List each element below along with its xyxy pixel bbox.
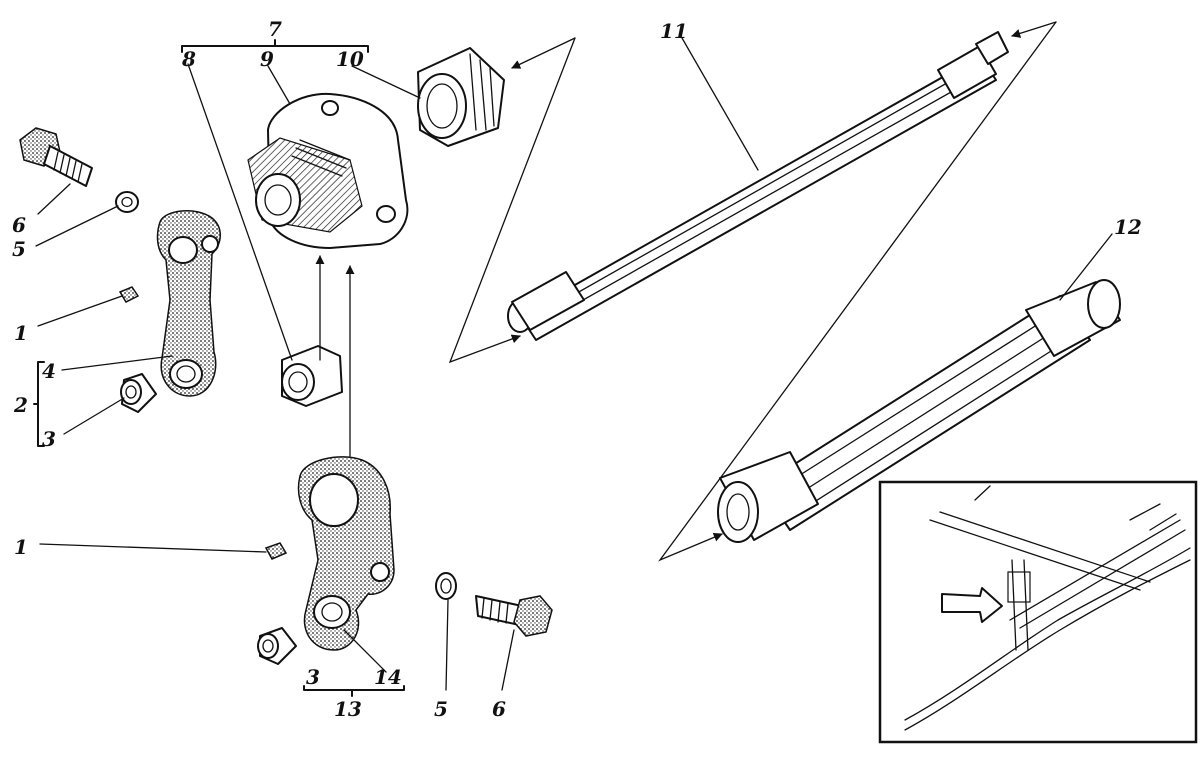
splined-shaft-11 (507, 31, 1009, 341)
callout-8: 8 (181, 47, 196, 71)
callout-1-bottom: 1 (14, 535, 28, 559)
callout-5-bottom: 5 (434, 697, 448, 721)
callout-14: 14 (374, 665, 402, 689)
callout-10: 10 (336, 47, 364, 71)
key-bottom (264, 542, 288, 560)
callout-3-bottom: 3 (306, 665, 320, 689)
callout-9: 9 (260, 47, 274, 71)
washer-top-left (115, 191, 139, 213)
callout-3-left: 3 (42, 427, 56, 451)
callout-12: 12 (1114, 215, 1142, 239)
bolt-top-left (19, 127, 93, 187)
callout-5-top: 5 (12, 237, 26, 261)
callout-7: 7 (268, 17, 282, 41)
tube-12 (717, 279, 1121, 543)
flange-housing (247, 92, 409, 249)
bushing-left (120, 373, 157, 413)
lever-arm-lower (297, 456, 395, 651)
callout-2: 2 (13, 393, 28, 417)
callout-4: 4 (42, 359, 56, 383)
bolt-lower (475, 595, 553, 637)
washer-lower (435, 572, 457, 600)
bushing-8 (281, 345, 343, 407)
key-top (118, 286, 140, 303)
callout-11: 11 (660, 19, 688, 43)
leader-lines (33, 21, 1113, 697)
bushing-10 (417, 47, 505, 147)
location-inset (878, 480, 1198, 744)
callout-1-top: 1 (14, 321, 28, 345)
lever-arm-upper (156, 210, 221, 397)
callout-6-top: 6 (12, 213, 26, 237)
callout-6-bottom: 6 (492, 697, 506, 721)
bushing-lower (257, 627, 297, 665)
callout-13: 13 (334, 697, 362, 721)
